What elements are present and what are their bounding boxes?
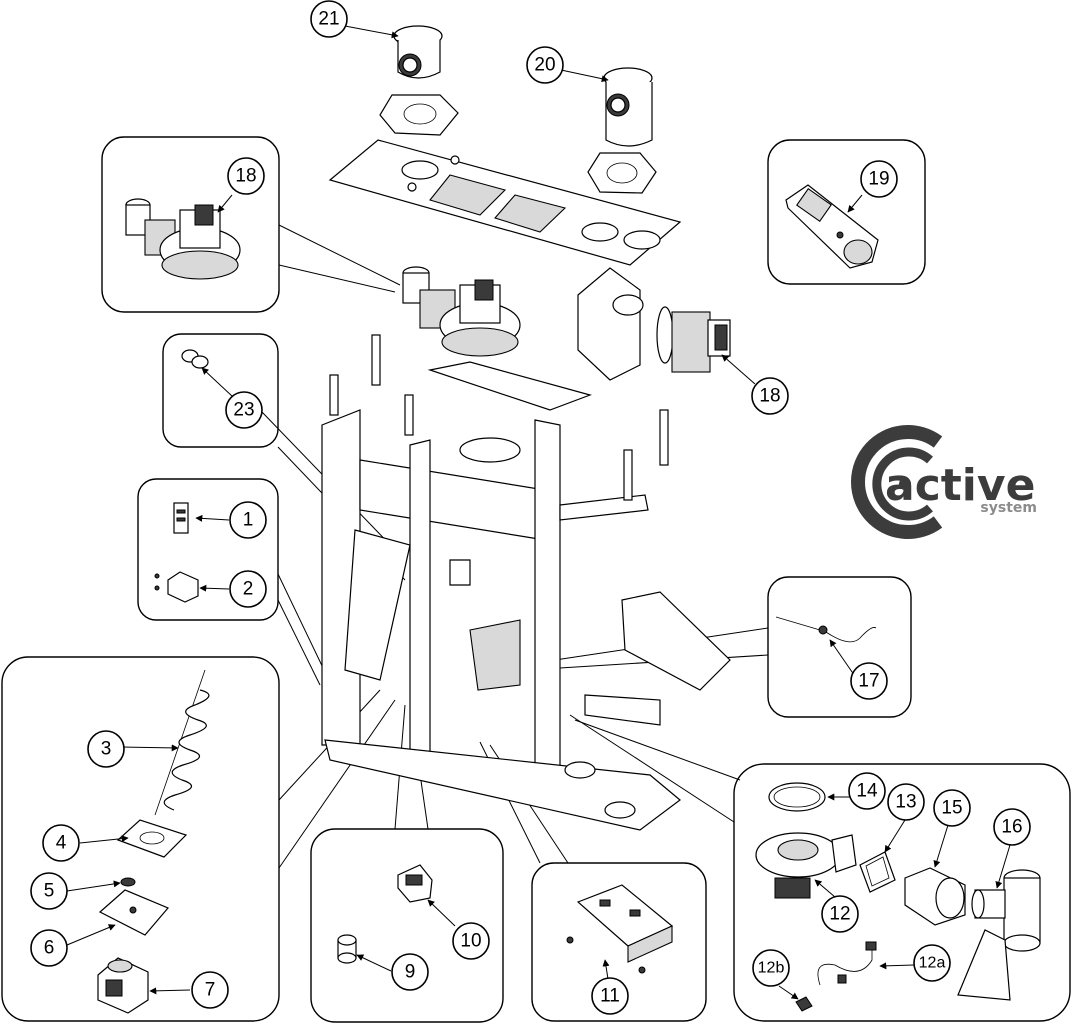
gasket-ring-14 xyxy=(768,782,826,812)
callout-11: 11 xyxy=(591,977,629,1015)
callout-12b: 12b xyxy=(752,949,790,987)
fan-18-main xyxy=(402,266,521,357)
svg-text:10: 10 xyxy=(460,931,481,952)
svg-text:3: 3 xyxy=(101,739,112,760)
top-plate xyxy=(328,139,682,266)
tube-15 xyxy=(904,867,966,926)
relay-2 xyxy=(154,571,199,603)
svg-text:2: 2 xyxy=(243,579,254,600)
main-frame xyxy=(321,334,731,831)
svg-text:9: 9 xyxy=(405,962,416,983)
svg-text:21: 21 xyxy=(318,9,339,30)
plate-6 xyxy=(98,889,169,936)
callout-arrows xyxy=(66,25,1011,1000)
callout-1: 1 xyxy=(229,501,267,539)
control-board-11 xyxy=(566,884,674,974)
svg-text:16: 16 xyxy=(1001,817,1022,838)
logo-word: active xyxy=(885,460,1035,511)
callout-13: 13 xyxy=(887,783,925,821)
svg-text:18: 18 xyxy=(235,166,256,187)
switch-10 xyxy=(397,864,433,903)
washer-5 xyxy=(120,877,136,887)
svg-text:12b: 12b xyxy=(758,960,785,977)
inset-box-clip-23 xyxy=(162,333,279,448)
callout-16: 16 xyxy=(993,808,1031,846)
sensor-17 xyxy=(775,616,877,643)
svg-text:11: 11 xyxy=(600,986,620,1007)
callout-18-right: 18 xyxy=(751,377,789,415)
callout-4: 4 xyxy=(42,824,80,862)
callout-19: 19 xyxy=(860,160,898,198)
callout-6: 6 xyxy=(30,929,68,967)
svg-text:5: 5 xyxy=(44,881,55,902)
fan-12 xyxy=(755,832,857,899)
blower-18-right xyxy=(577,267,731,381)
callout-3: 3 xyxy=(87,730,125,768)
callout-17: 17 xyxy=(850,662,888,700)
callout-2: 2 xyxy=(229,570,267,608)
connector-12b xyxy=(795,996,813,1012)
svg-text:18: 18 xyxy=(759,386,780,407)
svg-text:20: 20 xyxy=(534,55,555,76)
svg-text:1: 1 xyxy=(243,510,254,531)
remote-19 xyxy=(785,184,879,269)
gasket-top-left xyxy=(379,94,459,136)
callout-12a: 12a xyxy=(913,944,951,982)
callout-7: 7 xyxy=(191,971,229,1009)
callout-10: 10 xyxy=(452,922,490,960)
svg-text:12a: 12a xyxy=(919,955,946,972)
svg-text:6: 6 xyxy=(44,938,55,959)
cable-12a xyxy=(817,941,877,986)
svg-text:7: 7 xyxy=(205,980,216,1001)
callout-18-inset: 18 xyxy=(227,157,265,195)
callout-12: 12 xyxy=(821,895,859,933)
svg-text:19: 19 xyxy=(868,169,889,190)
plate-4 xyxy=(116,819,188,858)
logo-sub: system xyxy=(980,500,1037,516)
auger-3 xyxy=(154,669,210,816)
gasket-13 xyxy=(859,851,896,893)
svg-text:14: 14 xyxy=(856,781,878,802)
callout-15: 15 xyxy=(933,789,971,827)
callout-21: 21 xyxy=(310,0,348,38)
inset-box-sensor-17 xyxy=(767,576,912,718)
gasket-top-right xyxy=(587,152,657,194)
inset-box-board-11 xyxy=(531,862,707,1022)
svg-text:13: 13 xyxy=(895,792,916,813)
clip-23 xyxy=(181,349,209,369)
svg-text:17: 17 xyxy=(858,671,879,692)
svg-text:23: 23 xyxy=(233,400,254,421)
active-system-logo: active system xyxy=(851,425,1037,539)
exhaust-elbow-20 xyxy=(603,67,653,147)
callout-9: 9 xyxy=(391,953,429,991)
exhaust-elbow-21 xyxy=(393,25,443,79)
fan-18-inset xyxy=(125,198,241,280)
svg-text:12: 12 xyxy=(829,904,850,925)
inset-box-parts-9-10 xyxy=(310,828,504,1023)
callout-23: 23 xyxy=(225,391,263,429)
callout-14: 14 xyxy=(848,772,886,810)
callout-20: 20 xyxy=(526,46,564,84)
tee-16 xyxy=(957,869,1041,1001)
gearmotor-7 xyxy=(97,957,149,1014)
svg-text:4: 4 xyxy=(56,833,67,854)
connector-1 xyxy=(173,502,189,534)
svg-text:15: 15 xyxy=(941,798,962,819)
bushing-9 xyxy=(337,934,357,964)
callout-5: 5 xyxy=(30,872,68,910)
